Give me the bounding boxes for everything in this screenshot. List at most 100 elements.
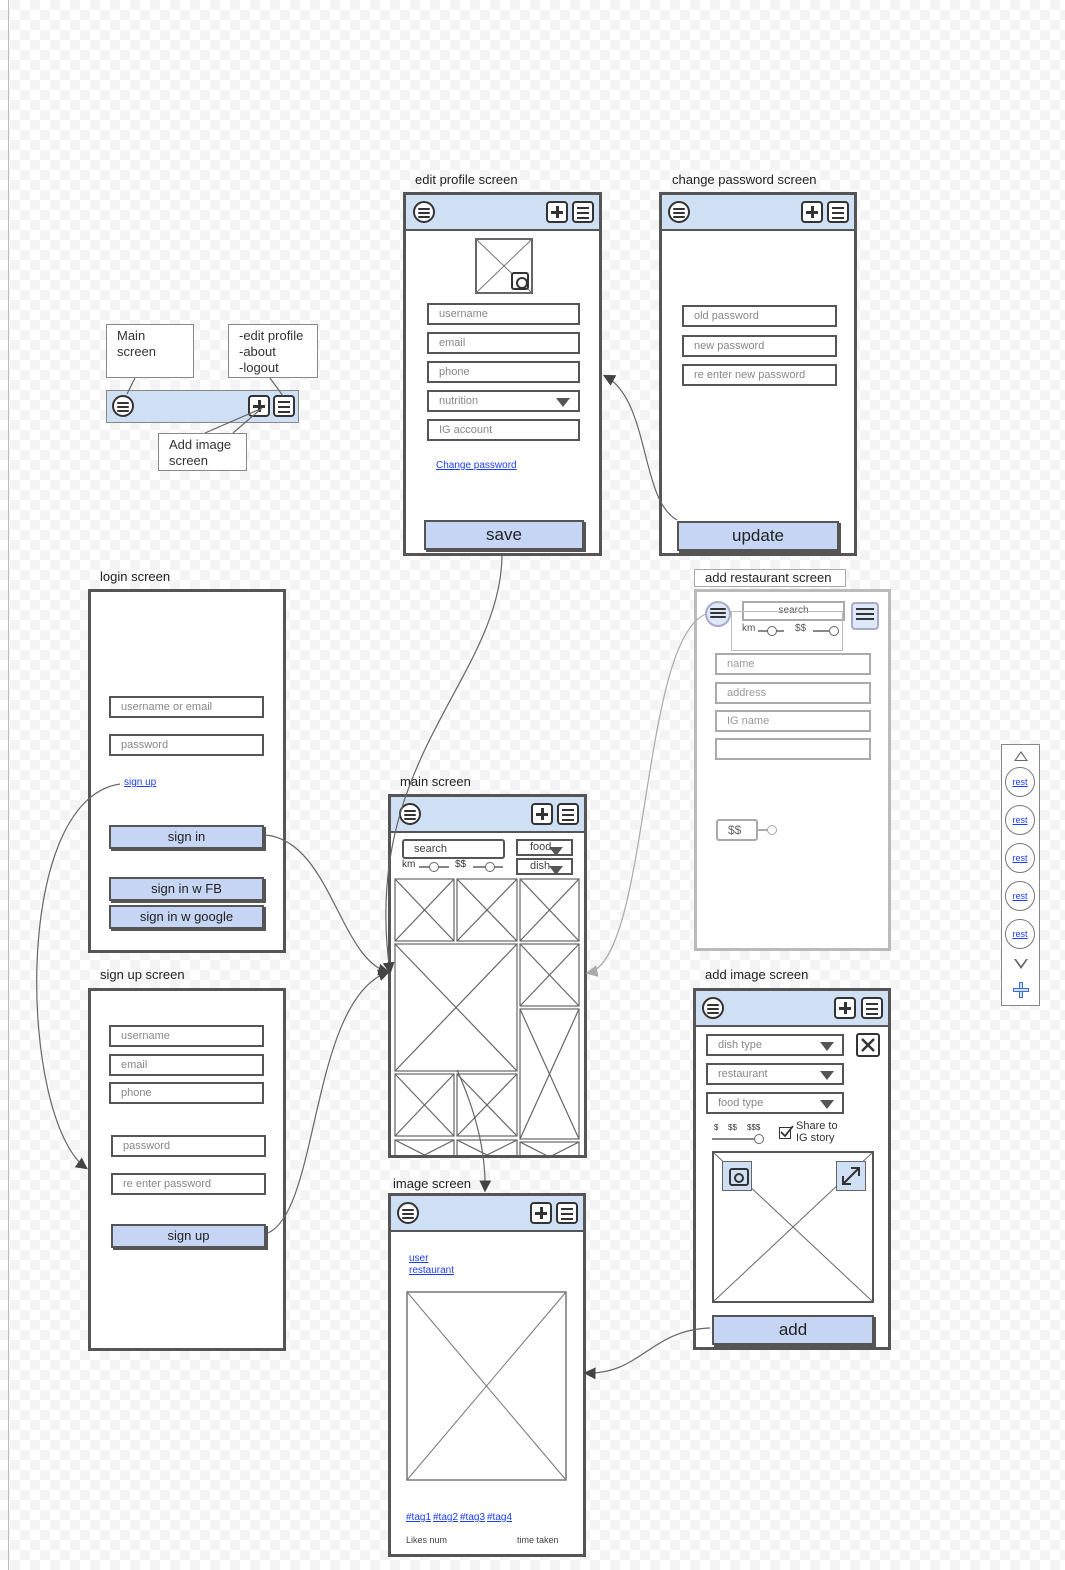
- food-dropdown[interactable]: food: [516, 839, 573, 856]
- tag-3-link[interactable]: #tag3: [460, 1512, 486, 1523]
- user-link[interactable]: user: [409, 1253, 429, 1264]
- email-field[interactable]: email: [427, 332, 580, 354]
- resize-icon[interactable]: [836, 1161, 866, 1191]
- tag-4-link[interactable]: #tag4: [487, 1512, 513, 1523]
- logo-icon: [112, 395, 134, 417]
- logo-icon[interactable]: [397, 1202, 419, 1224]
- km-slider[interactable]: [758, 626, 784, 636]
- sign-in-button[interactable]: sign in: [109, 825, 264, 849]
- sign-in-fb-button[interactable]: sign in w FB: [109, 877, 264, 901]
- save-button[interactable]: save: [424, 520, 584, 550]
- phone-field[interactable]: phone: [427, 361, 580, 383]
- email-field[interactable]: email: [109, 1054, 264, 1076]
- add-restaurant-title: add restaurant screen: [694, 569, 847, 587]
- price-slider[interactable]: [813, 626, 839, 636]
- menu-icon[interactable]: [861, 997, 883, 1019]
- add-button[interactable]: add: [712, 1315, 874, 1345]
- main-screen: search food dish km $$: [388, 794, 587, 1158]
- rest-item-3[interactable]: rest: [1005, 843, 1035, 873]
- image-placeholder: [406, 1291, 567, 1481]
- price-slider[interactable]: [473, 862, 503, 872]
- price-filter-slider[interactable]: [757, 825, 777, 835]
- logo-icon[interactable]: [668, 201, 690, 223]
- tag-1-link[interactable]: #tag1: [406, 1512, 432, 1523]
- new-password-field[interactable]: new password: [682, 335, 837, 357]
- plus-icon[interactable]: [546, 201, 568, 223]
- scroll-down-icon[interactable]: [1014, 959, 1028, 969]
- old-password-field[interactable]: old password: [682, 305, 837, 327]
- menu-icon[interactable]: [572, 201, 594, 223]
- plus-icon[interactable]: [834, 997, 856, 1019]
- re-enter-password-field[interactable]: re enter password: [111, 1173, 266, 1195]
- km-slider-knob[interactable]: [429, 862, 439, 872]
- share-checkbox-icon[interactable]: [779, 1125, 794, 1139]
- sign-up-button[interactable]: sign up: [111, 1224, 266, 1248]
- plus-icon[interactable]: [801, 201, 823, 223]
- price-level-slider[interactable]: [712, 1134, 764, 1144]
- image-grid[interactable]: [391, 875, 584, 1155]
- password-field[interactable]: password: [111, 1135, 266, 1157]
- plus-icon[interactable]: [531, 803, 553, 825]
- dish-type-dropdown[interactable]: dish type: [706, 1034, 844, 1056]
- nutrition-dropdown[interactable]: nutrition: [427, 390, 580, 412]
- menu-icon[interactable]: [827, 201, 849, 223]
- sign-in-google-button[interactable]: sign in w google: [109, 905, 264, 929]
- scroll-up-icon[interactable]: [1014, 751, 1028, 761]
- change-password-topbar: [662, 195, 854, 231]
- logo-icon[interactable]: [413, 201, 435, 223]
- update-button[interactable]: update: [677, 521, 839, 551]
- food-type-dropdown[interactable]: food type: [706, 1092, 844, 1114]
- rest-item-5[interactable]: rest: [1005, 919, 1035, 949]
- price-filter[interactable]: $$: [716, 819, 758, 841]
- ig-account-field[interactable]: IG account: [427, 419, 580, 441]
- username-field[interactable]: username: [109, 1025, 264, 1047]
- re-enter-password-field[interactable]: re enter new password: [682, 364, 837, 386]
- share-label: Share to IG story: [796, 1120, 838, 1144]
- username-or-email-field[interactable]: username or email: [109, 696, 264, 718]
- menu-icon: [273, 395, 295, 417]
- profile-image-placeholder[interactable]: [475, 238, 533, 294]
- main-screen-title: main screen: [400, 774, 471, 789]
- price-slider-knob[interactable]: [829, 626, 839, 636]
- phone-field[interactable]: phone: [109, 1082, 264, 1104]
- filter-box: [731, 611, 843, 651]
- logo-icon[interactable]: [702, 997, 724, 1019]
- restaurant-link[interactable]: restaurant: [409, 1265, 455, 1276]
- login-screen: username or email password sign up sign …: [88, 589, 286, 953]
- logo-icon[interactable]: [399, 803, 421, 825]
- plus-icon[interactable]: [530, 1202, 552, 1224]
- username-field[interactable]: username: [427, 303, 580, 325]
- km-slider-knob[interactable]: [767, 626, 777, 636]
- menu-icon[interactable]: [557, 803, 579, 825]
- rest-item-2[interactable]: rest: [1005, 805, 1035, 835]
- restaurant-dropdown[interactable]: restaurant: [706, 1063, 844, 1085]
- address-field[interactable]: address: [715, 682, 871, 704]
- price-slider-knob[interactable]: [485, 862, 495, 872]
- camera-icon[interactable]: [722, 1161, 752, 1191]
- add-restaurant-screen: search km $$ name address IG name $$: [694, 589, 891, 951]
- ig-name-field[interactable]: IG name: [715, 710, 871, 732]
- sign-up-link[interactable]: sign up: [124, 777, 157, 788]
- km-slider[interactable]: [419, 862, 449, 872]
- extra-field[interactable]: [715, 738, 871, 760]
- price-level-2: $$: [728, 1123, 737, 1132]
- menu-icon[interactable]: [556, 1202, 578, 1224]
- menu-icon[interactable]: [851, 602, 879, 630]
- rest-item-4[interactable]: rest: [1005, 881, 1035, 911]
- price-level-knob[interactable]: [754, 1134, 764, 1144]
- logo-icon[interactable]: [705, 601, 731, 627]
- camera-icon[interactable]: [511, 272, 529, 290]
- close-icon[interactable]: [856, 1033, 880, 1057]
- upload-image-placeholder[interactable]: [712, 1151, 874, 1303]
- name-field[interactable]: name: [715, 653, 871, 675]
- edit-profile-topbar: [406, 195, 599, 231]
- change-password-link[interactable]: Change password: [436, 460, 517, 471]
- add-rest-icon[interactable]: [1013, 982, 1029, 998]
- search-field[interactable]: search: [402, 839, 505, 859]
- tag-2-link[interactable]: #tag2: [433, 1512, 459, 1523]
- dish-dropdown[interactable]: dish: [516, 858, 573, 875]
- price-filter-knob[interactable]: [767, 825, 777, 835]
- main-screen-note: Main screen: [106, 324, 194, 378]
- password-field[interactable]: password: [109, 734, 264, 756]
- rest-item-1[interactable]: rest: [1005, 767, 1035, 797]
